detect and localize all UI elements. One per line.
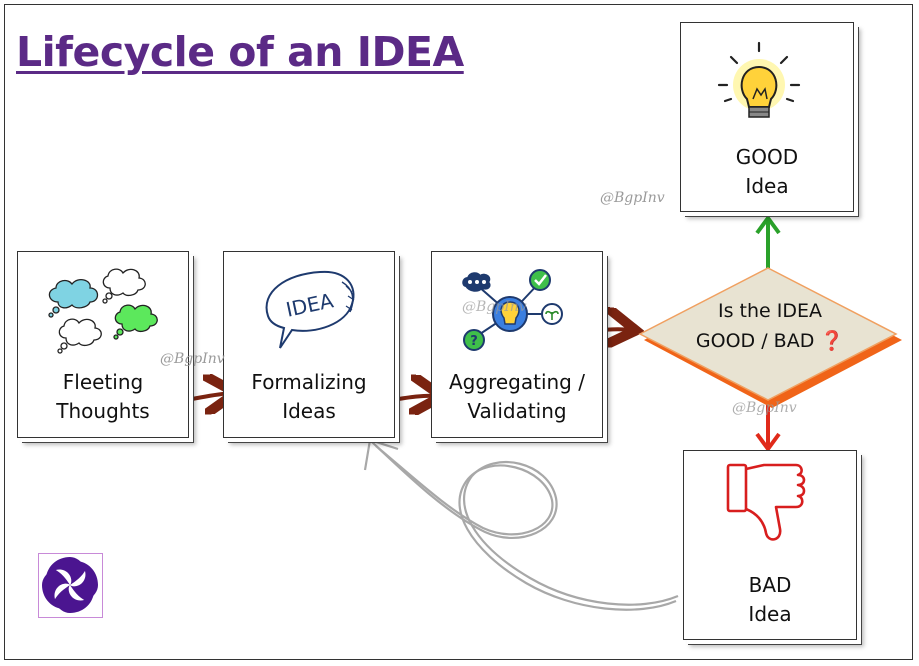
thought-clouds-icon [48,268,158,354]
svg-text:?: ? [470,334,478,349]
node-good-idea: GOOD Idea [680,22,854,212]
node-good-label: GOOD Idea [735,145,799,198]
node-aggregating-validating: ? Aggregating / Validating [431,251,603,438]
node-bad-label: BAD Idea [748,573,792,626]
page-frame [4,4,913,660]
watermark-3: @BgpInv [462,299,527,315]
question-mark-icon: ❓ [820,330,845,352]
watermark-4: @BgpInv [732,400,797,416]
node-bad-idea: BAD Idea [683,450,857,640]
node-formalizing-ideas: IDEA Formalizing Ideas [223,251,395,438]
light-bulb-icon [717,41,801,118]
arrow-bad-loop-back [363,438,679,611]
node-formalizing-label: Formalizing Ideas [251,370,367,423]
watermark-2: @BgpInv [160,351,225,367]
brand-logo-icon [38,553,103,618]
node-fleeting-thoughts: Fleeting Thoughts [17,251,189,438]
decision-label: Is the IDEA GOOD / BAD ❓ [695,300,845,352]
arrow-decision-to-good [755,216,781,268]
idea-sketch-text: IDEA [284,288,336,321]
idea-sketch-icon: IDEA [265,270,355,349]
page-title: Lifecycle of an IDEA [16,28,464,76]
node-fleeting-label: Fleeting Thoughts [56,370,150,423]
watermark-1: @BgpInv [600,190,665,206]
node-aggregating-label: Aggregating / Validating [449,370,585,423]
thumbs-down-icon [726,463,806,541]
network-hub-icon: ? [462,269,563,351]
